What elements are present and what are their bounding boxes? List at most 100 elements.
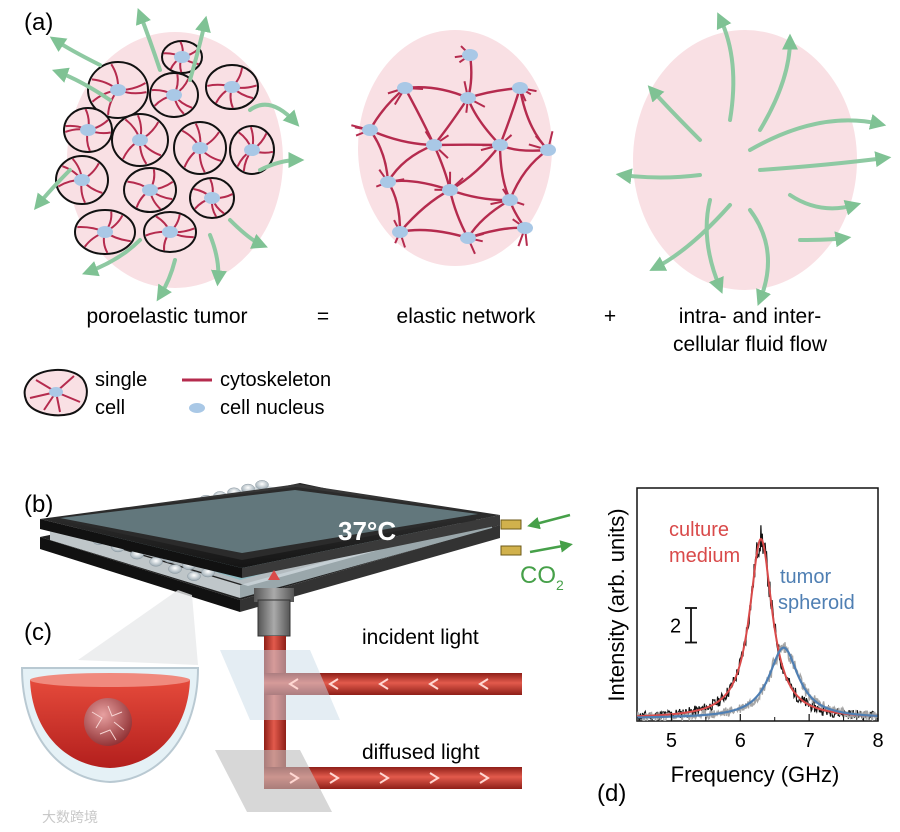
tumor-cell [123, 167, 177, 213]
x-tick-label: 5 [666, 730, 677, 752]
co2-label: CO2 [520, 562, 564, 593]
tumor-cell [63, 107, 113, 153]
nucleus-swatch [189, 403, 205, 413]
elastic-network-illustration [351, 30, 556, 266]
cell-nucleus [442, 184, 458, 196]
equals-sign: = [317, 305, 329, 328]
x-axis-label: Frequency (GHz) [671, 762, 840, 787]
flow-arrow [788, 193, 862, 216]
cell-nucleus [392, 226, 408, 238]
flow-arrow [798, 231, 852, 248]
legend-single-cell-line2: cell [95, 397, 125, 419]
flow-arrow [82, 238, 142, 277]
gas-outlet-port [500, 545, 522, 556]
flow-arrow [748, 114, 887, 152]
tumor-cell [229, 125, 275, 175]
series-label-culture-line1: culture [669, 519, 729, 541]
panel-label-d: (d) [597, 780, 626, 807]
series-label-culture-line2: medium [669, 545, 740, 567]
fluid-flow-arrows-right [615, 12, 892, 306]
flow-arrow [758, 33, 798, 132]
mirror [215, 750, 332, 812]
panel-label-b: (b) [24, 491, 53, 518]
tumor-cell [111, 113, 169, 167]
legend: single cell cytoskeleton cell nucleus [23, 369, 331, 419]
flow-arrow [647, 85, 702, 142]
cell-nucleus [512, 82, 528, 94]
single-cell-icon [23, 369, 88, 417]
flow-arrow [704, 198, 724, 294]
x-tick-label: 6 [735, 730, 746, 752]
cell-nucleus [380, 176, 396, 188]
panel-label-a: (a) [24, 9, 53, 36]
flow-arrow [156, 258, 177, 302]
tumor-cell [173, 121, 227, 175]
legend-cytoskeleton: cytoskeleton [220, 369, 331, 391]
cell-nucleus [492, 139, 508, 151]
tumor-cell [149, 72, 199, 118]
flow-arrow [649, 203, 732, 271]
flow-arrow [34, 168, 72, 210]
flow-arrow [258, 152, 305, 172]
co2-in-arrow [527, 513, 571, 530]
flow-arrow [615, 168, 702, 185]
x-tick-label: 8 [872, 730, 883, 752]
x-tick-label: 7 [804, 730, 815, 752]
incident-beam [264, 673, 522, 695]
legend-cell-nucleus: cell nucleus [220, 397, 325, 419]
flow-arrow [135, 8, 162, 72]
y-axis-label: Intensity (arb. units) [604, 508, 629, 701]
microscope-objective [254, 570, 294, 637]
flow-arrow [758, 151, 892, 172]
cell-nucleus [517, 222, 533, 234]
flow-arrow [228, 218, 268, 249]
plus-sign: + [604, 305, 616, 328]
cytoskeleton-network [351, 45, 556, 255]
legend-single-cell-line1: single [95, 369, 147, 391]
well-cross-section [20, 590, 200, 784]
label-fluid-flow-line1: intra- and inter- [679, 305, 821, 328]
cell-nucleus [502, 194, 518, 206]
tumor-cell [87, 61, 149, 119]
tumor-cells [55, 40, 275, 255]
cell-nucleus [460, 232, 476, 244]
scale-bar-label: 2 [670, 615, 681, 637]
tumor-cell [143, 211, 197, 253]
label-fluid-flow-line2: cellular fluid flow [673, 333, 828, 356]
cell-nucleus [362, 124, 378, 136]
plot-frame [636, 487, 879, 722]
flow-arrow [49, 36, 102, 67]
culture-medium-fit-line [637, 537, 878, 718]
cell-nucleus [540, 144, 556, 156]
diffused-beam [264, 767, 522, 789]
cell-nucleus [426, 139, 442, 151]
zoom-cone [78, 590, 198, 665]
x-axis-ticks: 5 6 7 8 [636, 714, 884, 752]
tumor-cell [74, 209, 136, 255]
fluid-flow-arrows-left [34, 8, 305, 302]
label-poroelastic-tumor: poroelastic tumor [86, 305, 247, 328]
temperature-label: 37°C [338, 516, 396, 546]
tumor-spheroid [84, 698, 132, 746]
spectrum-chart: 5 6 7 8 Frequency (GHz) Intensity (arb. uni… [604, 487, 884, 787]
flow-arrow [248, 102, 300, 127]
tumor-cell [189, 177, 235, 219]
flow-arrow [208, 233, 227, 287]
flow-arrow [188, 15, 211, 82]
intensity-scale-bar [685, 607, 697, 644]
incubator-well-plate: 37°C CO2 [40, 480, 573, 612]
cell-nucleus [462, 49, 478, 61]
watermark: 大数跨境 [42, 809, 98, 825]
diffused-light-label: diffused light [362, 741, 480, 764]
cell-nucleus [460, 92, 476, 104]
co2-out-arrow [529, 540, 573, 554]
flow-arrow [748, 208, 771, 306]
beam-splitter [220, 650, 340, 720]
series-label-tumor-line2: spheroid [778, 592, 855, 614]
cell-nucleus [397, 82, 413, 94]
gas-inlet-port [500, 519, 522, 530]
fluid-flow-illustration [615, 12, 892, 306]
series-label-tumor-line1: tumor [780, 566, 831, 588]
label-elastic-network: elastic network [397, 305, 536, 328]
